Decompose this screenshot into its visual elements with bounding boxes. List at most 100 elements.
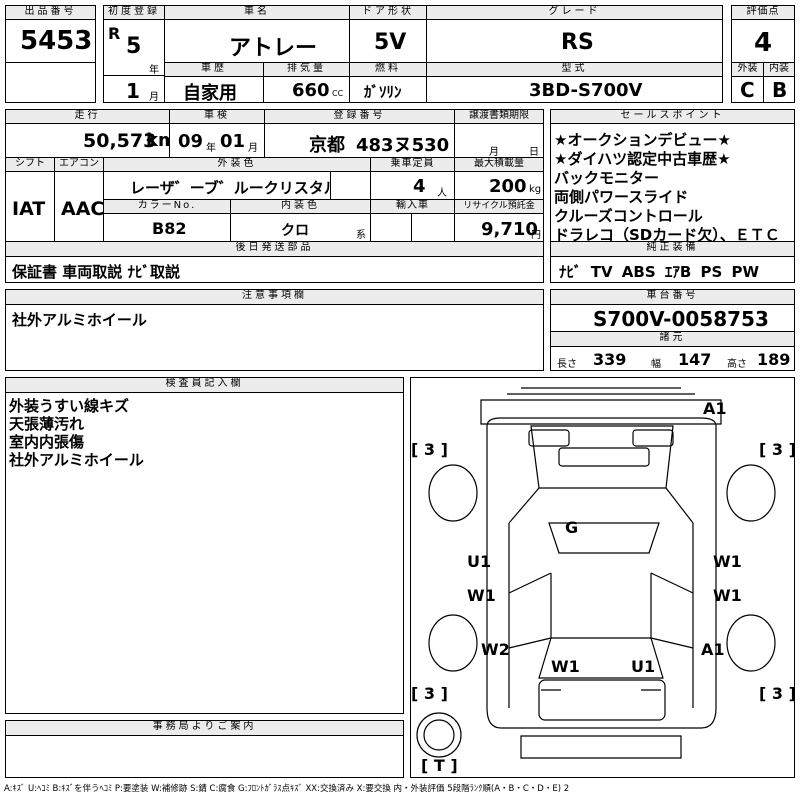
lot-number: 5453 xyxy=(20,26,93,56)
plate-region: 京都 xyxy=(309,135,345,156)
notes-header: 注意事項欄 xyxy=(5,289,544,305)
door-value: 5V xyxy=(374,30,407,55)
first-reg-month: 1 xyxy=(126,79,140,103)
int-value: B xyxy=(772,78,788,102)
displacement-value: 660 xyxy=(292,80,330,101)
mark-w1-bottom: W1 xyxy=(551,657,580,676)
door-header: ドア形状 xyxy=(349,5,427,20)
inspection-month: 01 xyxy=(220,131,246,152)
capacity-unit: 人 xyxy=(437,188,447,199)
import-cell-a xyxy=(370,213,412,242)
recycle-cell: 9,710 円 xyxy=(454,213,544,242)
transfer-day-unit: 日 xyxy=(529,147,539,158)
first-reg-cell: R 5 年 1 月 xyxy=(103,19,165,103)
mark-w1-left: W1 xyxy=(467,586,496,605)
aircon-header: エアコン xyxy=(54,157,104,172)
ext-value: C xyxy=(740,78,755,102)
genuine-value: ﾅﾋﾞ TV ABS ｴｱB PS PW xyxy=(559,263,760,281)
inspector-header: 検査員記入欄 xyxy=(5,377,404,393)
int-cell: B xyxy=(763,76,795,103)
interior-color-cell: クロ 系 xyxy=(230,213,371,242)
door-cell: 5V xyxy=(349,19,427,63)
car-name: アトレー xyxy=(229,36,318,61)
mark-bracket-t: [ T ] xyxy=(421,756,458,775)
sales-point: ★ダイハツ認定中古車歴★ xyxy=(554,150,731,168)
car-name-cell: アトレー xyxy=(164,19,350,63)
later-parts-value: 保証書 車両取説 ﾅﾋﾞ取説 xyxy=(12,263,180,281)
exterior-color-extra xyxy=(330,171,371,200)
ext-header: 外装 xyxy=(731,62,764,77)
first-reg-year-unit: 年 xyxy=(149,65,159,76)
grade-cell: RS xyxy=(426,19,723,63)
first-reg-month-unit: 月 xyxy=(149,92,159,103)
aircon-value: AAC xyxy=(61,198,105,220)
length-value: 339 xyxy=(593,350,627,369)
mark-a1-right: A1 xyxy=(701,640,725,659)
sales-point: 両側パワースライド xyxy=(554,188,689,206)
color-no-header: カラーNo. xyxy=(103,199,231,214)
mark-w1-right-mid: W1 xyxy=(713,586,742,605)
transfer-header: 譲渡書類期限 xyxy=(454,109,544,124)
width-value: 147 xyxy=(678,350,712,369)
mark-w1-right-front: W1 xyxy=(713,552,742,571)
dimensions-header: 諸元 xyxy=(550,331,795,347)
lot-header: 出品番号 xyxy=(5,5,96,20)
interior-color-header: 内装色 xyxy=(230,199,371,214)
car-name-header: 車名 xyxy=(164,5,350,20)
plate-header: 登録番号 xyxy=(264,109,455,124)
inspection-year-unit: 年 xyxy=(206,143,216,154)
width-label: 幅 xyxy=(651,359,661,370)
max-load-value: 200 xyxy=(489,176,527,197)
mark-a1-top: A1 xyxy=(703,399,727,418)
chassis-header: 車台番号 xyxy=(550,289,795,305)
lot-blank xyxy=(5,62,96,103)
mark-w2-left: W2 xyxy=(481,640,510,659)
inspection-header: 車検 xyxy=(169,109,265,124)
plate-number: 483ヌ530 xyxy=(356,135,450,156)
mark-u1-left: U1 xyxy=(467,552,492,571)
import-cell-b xyxy=(411,213,455,242)
office-cell xyxy=(5,735,404,778)
chassis-value: S700V-0058753 xyxy=(593,307,769,331)
damage-diagram: A1 [ 3 ] [ 3 ] G U1 W1 W1 W1 W2 A1 W1 U1… xyxy=(410,377,796,778)
grade-header: グレード xyxy=(426,5,723,20)
office-header: 事務局よりご案内 xyxy=(5,720,404,736)
model-type-header: 型式 xyxy=(426,62,723,77)
ext-cell: C xyxy=(731,76,764,103)
recycle-unit: 円 xyxy=(531,230,541,241)
shift-cell: IAT xyxy=(5,171,55,242)
color-no-cell: B82 xyxy=(103,213,231,242)
history-header: 車歴 xyxy=(164,62,264,77)
displacement-cell: 660 CC xyxy=(263,76,350,103)
fuel-cell: ｶﾞｿﾘﾝ xyxy=(349,76,427,103)
fuel-header: 燃料 xyxy=(349,62,427,77)
mileage-value: 50,573 xyxy=(83,130,157,152)
later-parts-cell: 保証書 車両取説 ﾅﾋﾞ取説 xyxy=(5,256,544,283)
capacity-value: 4 xyxy=(413,176,426,197)
aircon-cell: AAC xyxy=(54,171,104,242)
recycle-header: リサイクル預託金 xyxy=(454,199,544,214)
sales-points-cell: ★オークションデビュー★ ★ダイハツ認定中古車歴★ バックモニター 両側パワース… xyxy=(550,123,795,244)
lot-cell: 5453 xyxy=(5,19,96,63)
sales-point: クルーズコントロール xyxy=(554,207,703,225)
max-load-unit: kg xyxy=(529,184,542,195)
mark-bracket-bl: [ 3 ] xyxy=(411,684,448,703)
plate-cell: 京都 483ヌ530 xyxy=(264,123,455,158)
dimensions-cell: 長さ 339 幅 147 高さ 189 xyxy=(550,346,795,371)
later-parts-header: 後日発送部品 xyxy=(5,241,544,257)
sales-point: ドラレコ（SDカード欠）、ＥＴＣ xyxy=(554,226,780,244)
int-header: 内装 xyxy=(763,62,795,77)
import-header: 輸入車 xyxy=(370,199,455,214)
inspector-line: 社外アルミホイール xyxy=(9,451,144,469)
notes-value: 社外アルミホイール xyxy=(12,311,147,329)
notes-cell: 社外アルミホイール xyxy=(5,304,544,371)
grade-value: RS xyxy=(561,30,594,55)
mark-bracket-tl: [ 3 ] xyxy=(411,440,448,459)
transfer-cell: 月 日 xyxy=(454,123,544,158)
history-cell: 自家用 xyxy=(164,76,264,104)
recycle-value: 9,710 xyxy=(481,219,538,240)
interior-color-unit: 系 xyxy=(356,230,366,241)
capacity-header: 乗車定員 xyxy=(370,157,455,172)
sales-points-header: セールスポイント xyxy=(550,109,795,124)
displacement-unit: CC xyxy=(332,89,344,98)
